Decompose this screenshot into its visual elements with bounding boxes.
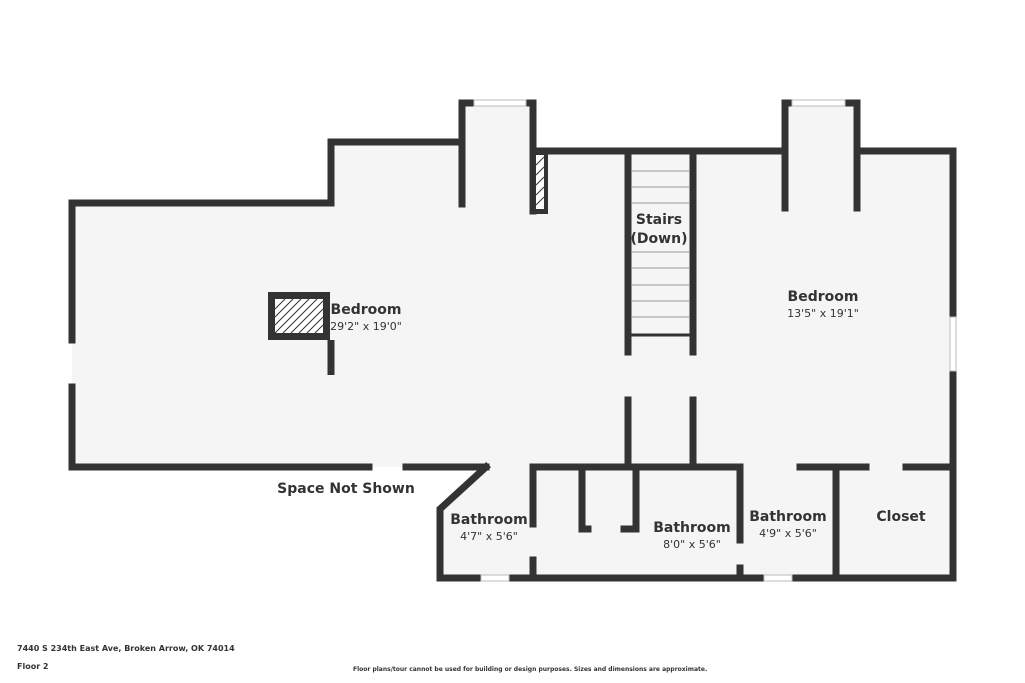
floor-fills (72, 103, 953, 578)
window-bath1 (480, 574, 510, 582)
bedroom-right-name: Bedroom (788, 289, 859, 305)
stairs-label-line2: (Down) (631, 231, 688, 247)
bedroom-left-floor (72, 103, 628, 467)
stair-treads (628, 170, 693, 337)
bathroom-3-dims: 4'9" x 5'6" (759, 527, 817, 540)
bedroom-right-dims: 13'5" x 19'1" (787, 307, 859, 320)
bathroom-1-dims: 4'7" x 5'6" (460, 530, 518, 543)
stairs-label-line1: Stairs (636, 212, 682, 228)
closet-name: Closet (876, 509, 926, 525)
bedroom-left-name: Bedroom (331, 302, 402, 318)
space-not-shown-label: Space Not Shown (277, 481, 415, 497)
windows (473, 99, 957, 582)
room-labels: Bedroom 29'2" x 19'0" Stairs (Down) Bedr… (277, 212, 926, 551)
bathroom-3-name: Bathroom (749, 509, 827, 525)
property-address: 7440 S 234th East Ave, Broken Arrow, OK … (17, 644, 235, 653)
chimney-column (268, 292, 335, 375)
stairs-floor (628, 151, 693, 467)
bathroom-3-floor (740, 467, 836, 578)
bathroom-2-dims: 8'0" x 5'6" (663, 538, 721, 551)
bathroom-1-floor (440, 467, 533, 578)
window-right-wall (949, 316, 957, 372)
bedroom-right-floor (693, 103, 953, 467)
closet-floor (836, 467, 953, 578)
floor-plan: Bedroom 29'2" x 19'0" Stairs (Down) Bedr… (68, 99, 957, 582)
walls (68, 99, 957, 582)
floor-label: Floor 2 (17, 662, 49, 671)
window-right-chimney (791, 99, 846, 107)
bedroom-left-dims: 29'2" x 19'0" (330, 320, 402, 333)
bathroom-2-name: Bathroom (653, 520, 731, 536)
window-bath3 (763, 574, 793, 582)
disclaimer-text: Floor plans/tour cannot be used for buil… (353, 666, 708, 673)
window-left-chimney (473, 99, 527, 107)
bathroom-1-name: Bathroom (450, 512, 528, 528)
hatched-chase (530, 152, 548, 214)
